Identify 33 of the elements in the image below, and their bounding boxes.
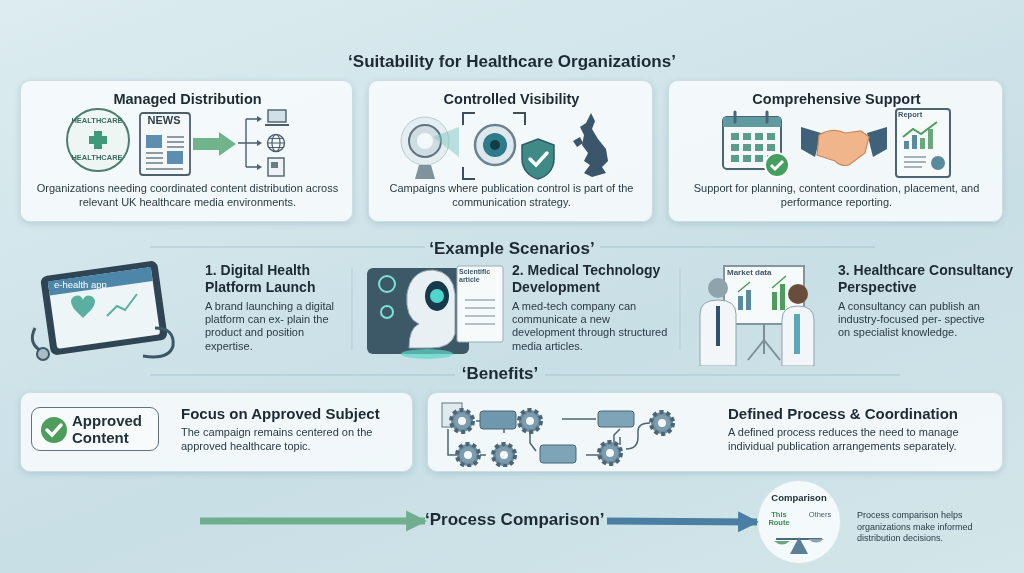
card-heading: Comprehensive Support bbox=[751, 91, 922, 107]
bubble-text: Approved Content bbox=[72, 412, 143, 447]
circle-heading: Comparison bbox=[770, 493, 828, 504]
note-text: Process comparison helps organizations make informed distribution decisions. bbox=[857, 510, 974, 546]
section-heading: ‘Benefits’ bbox=[460, 364, 540, 385]
scenario-title: 1. Digital Health Platform Launch bbox=[205, 262, 317, 296]
scenario-description: A med-tech company can communicate a new development through structured media articles. bbox=[512, 300, 669, 353]
speech-bubble bbox=[31, 407, 159, 451]
newspaper-title: NEWS bbox=[146, 114, 182, 128]
arrow bbox=[606, 511, 760, 533]
card-description: Organizations needing coordinated content distribution across relevant UK healthcare media environments. bbox=[35, 181, 340, 210]
card-heading: Controlled Visibility bbox=[442, 91, 581, 107]
scenario-description: A brand launching a digital platform can ex- plain the product and position expertise. bbox=[205, 300, 335, 353]
scenario-title: 2. Medical Technology Development bbox=[512, 262, 662, 296]
screen-header-text: e-health app bbox=[54, 279, 108, 291]
card-heading: Focus on Approved Subject bbox=[181, 405, 381, 422]
card-heading: Managed Distribution bbox=[112, 91, 263, 107]
title: ‘Suitability for Healthcare Organizations’ bbox=[347, 52, 677, 72]
scenario-title: 3. Healthcare Consultancy Perspective bbox=[838, 262, 1015, 296]
card-description: Campaigns where publication control is part of the communication strategy. bbox=[388, 181, 635, 210]
chart-title: Market data bbox=[727, 268, 773, 278]
card-description: The campaign remains centered on the approved healthcare topic. bbox=[181, 425, 374, 454]
section-heading-text: ‘Process Comparison’ bbox=[425, 510, 606, 530]
info-card bbox=[20, 80, 353, 222]
card-description: Support for planning, content coordination, placement, and performance reporting. bbox=[692, 181, 981, 210]
benefit-card bbox=[427, 392, 1003, 472]
info-card bbox=[668, 80, 1003, 222]
benefit-card bbox=[20, 392, 413, 472]
info-card bbox=[368, 80, 653, 222]
card-heading: Defined Process & Coordination bbox=[728, 405, 960, 422]
card-description: A defined process reduces the need to manage individual publication arrangements separately. bbox=[728, 425, 960, 454]
scenario-description: A consultancy can publish an industry-focused per- spective on specialist knowledge. bbox=[838, 300, 986, 340]
section-heading: ‘Example Scenarios’ bbox=[428, 239, 596, 260]
